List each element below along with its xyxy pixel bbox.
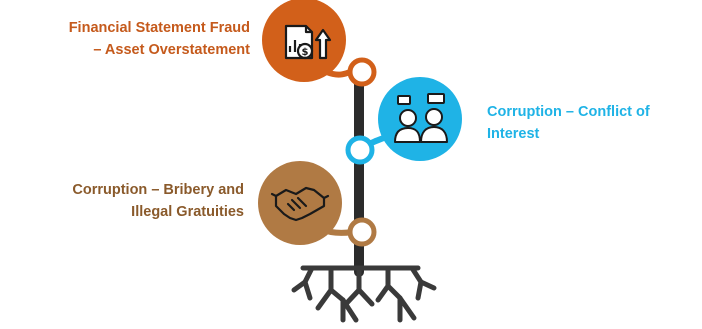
conflict-of-interest-connector bbox=[345, 135, 375, 165]
svg-text:$: $ bbox=[302, 47, 309, 58]
node-financial-fraud: $ bbox=[262, 0, 377, 87]
node-bribery bbox=[258, 161, 377, 247]
conflict-of-interest-label: Corruption – Conflict of Interest bbox=[487, 104, 650, 142]
financial-fraud-connector bbox=[347, 57, 377, 87]
financial-report-icon: $ bbox=[284, 24, 332, 60]
two-people-talking-icon bbox=[394, 93, 448, 143]
node-conflict-of-interest bbox=[345, 77, 462, 165]
handshake-icon bbox=[270, 186, 330, 222]
bribery-circle bbox=[258, 161, 342, 245]
bribery-label: Corruption – Bribery and Illegal Gratuit… bbox=[72, 182, 244, 220]
bribery-connector bbox=[347, 217, 377, 247]
tree-roots bbox=[291, 265, 437, 323]
conflict-of-interest-circle bbox=[378, 77, 462, 161]
financial-fraud-label: Financial Statement Fraud – Asset Overst… bbox=[68, 20, 250, 58]
